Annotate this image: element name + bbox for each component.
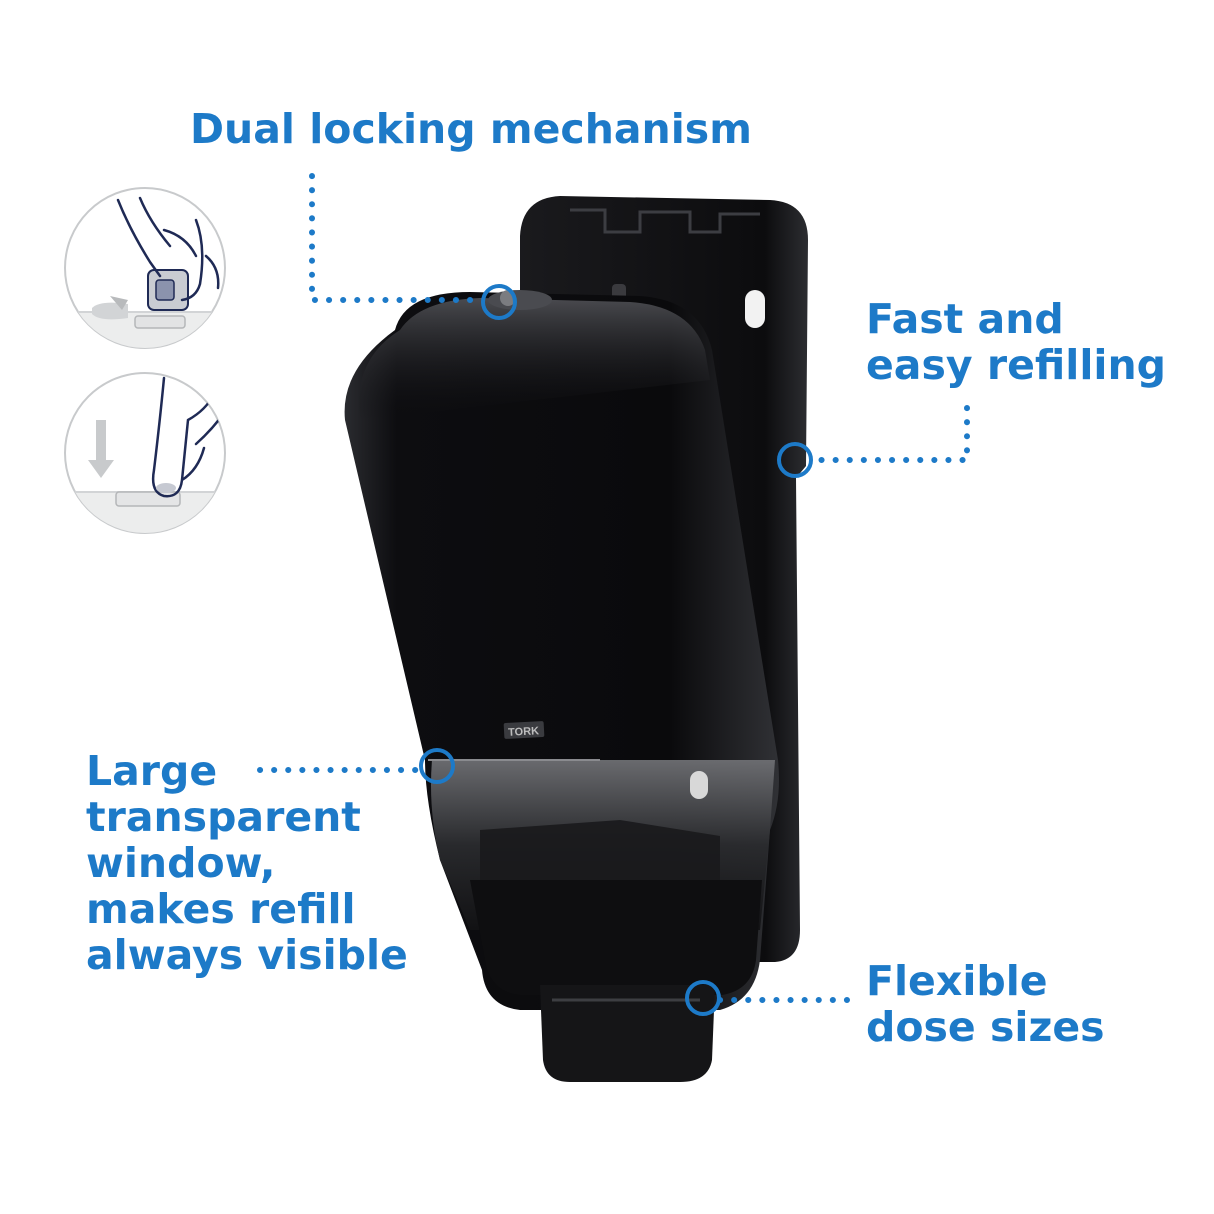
- keyhole-icon: [745, 290, 765, 328]
- callout-flex-line-1: Flexible: [866, 957, 1048, 1005]
- callout-fast-refilling: Fast and easy refilling: [866, 296, 1166, 388]
- callout-large-line-4: makes refill: [86, 885, 356, 933]
- callout-large-line-3: window,: [86, 839, 276, 887]
- callout-large-line-5: always visible: [86, 931, 408, 979]
- callout-large-line-1: Large: [86, 747, 218, 795]
- tork-logo: TORK: [508, 725, 540, 739]
- highlight-circles: [419, 284, 813, 1016]
- callout-large-window: Large transparent window, makes refill a…: [86, 748, 408, 978]
- instruction-icons: [64, 187, 226, 534]
- callout-fast-line-1: Fast and: [866, 295, 1064, 343]
- callout-flex-line-2: dose sizes: [866, 1003, 1105, 1051]
- callout-large-line-2: transparent: [86, 793, 361, 841]
- dispenser-front: TORK: [344, 290, 779, 1082]
- leader-lines: [257, 173, 970, 1003]
- callout-fast-line-2: easy refilling: [866, 341, 1166, 389]
- callout-dual-locking-text: Dual locking mechanism: [190, 105, 752, 153]
- hand-twist-lock-icon: [64, 187, 226, 349]
- callout-flexible-dose: Flexible dose sizes: [866, 958, 1105, 1050]
- finger-press-icon: [64, 372, 226, 534]
- callout-dual-locking: Dual locking mechanism: [190, 106, 752, 152]
